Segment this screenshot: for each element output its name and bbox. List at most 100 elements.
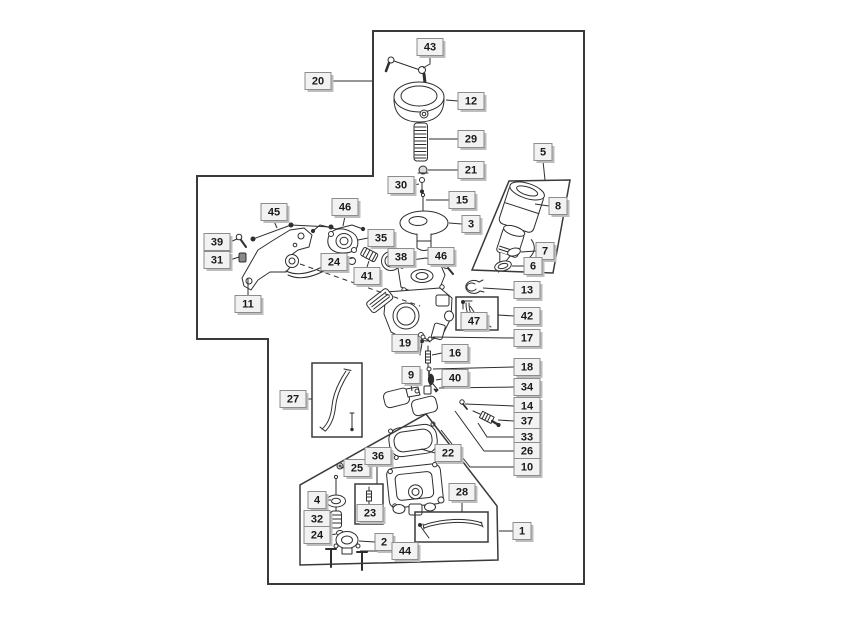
leader-line-5: [542, 160, 546, 181]
part-label-41[interactable]: 41: [353, 267, 383, 288]
part-label-box: [260, 203, 288, 221]
part-label-22[interactable]: 22: [434, 444, 464, 465]
leader-line-8: [534, 203, 550, 207]
part-clip-21: [417, 165, 429, 175]
part-label-box: [523, 257, 543, 275]
part-label-17[interactable]: 17: [513, 329, 543, 350]
leader-line-7: [520, 250, 537, 253]
part-label-box: [416, 38, 444, 56]
part-label-number: 19: [399, 338, 411, 350]
part-label-3[interactable]: 3: [461, 215, 483, 236]
part-label-15[interactable]: 15: [448, 191, 478, 212]
part-label-box: [387, 176, 415, 194]
leader-line-43: [422, 56, 431, 69]
part-label-23[interactable]: 23: [356, 504, 386, 525]
part-label-number: 5: [540, 147, 546, 159]
part-label-45[interactable]: 45: [260, 203, 290, 224]
part-label-box: [303, 526, 331, 544]
part-label-7[interactable]: 7: [535, 242, 557, 263]
leader-line-41: [366, 260, 370, 268]
part-float-9: [382, 385, 438, 417]
part-label-27[interactable]: 27: [279, 390, 309, 411]
part-label-box: [320, 253, 348, 271]
part-label-39[interactable]: 39: [203, 233, 233, 254]
part-label-number: 14: [521, 401, 534, 413]
part-label-13[interactable]: 13: [513, 281, 543, 302]
part-label-number: 11: [242, 299, 254, 311]
part-link-rod-45: [250, 222, 334, 242]
part-label-24-upper[interactable]: 24: [320, 253, 350, 274]
part-label-19[interactable]: 19: [391, 334, 421, 355]
part-label-4[interactable]: 4: [307, 491, 329, 512]
part-label-21[interactable]: 21: [457, 161, 487, 182]
part-label-number: 1: [519, 526, 525, 538]
part-label-number: 12: [465, 96, 477, 108]
leader-line-13: [482, 287, 515, 291]
part-label-18[interactable]: 18: [513, 358, 543, 379]
part-label-number: 25: [351, 463, 363, 475]
part-label-box: [457, 161, 485, 179]
part-label-number: 3: [468, 219, 474, 231]
part-label-10[interactable]: 10: [513, 458, 543, 479]
part-label-9[interactable]: 9: [401, 366, 423, 387]
part-label-6[interactable]: 6: [523, 257, 545, 278]
part-label-number: 40: [449, 373, 461, 385]
part-label-box: [203, 233, 231, 251]
part-label-number: 23: [364, 508, 376, 520]
part-label-number: 8: [555, 201, 561, 213]
part-diaphragm-3: [399, 210, 449, 251]
part-spring-32: [330, 510, 342, 529]
part-label-46-upper[interactable]: 46: [331, 198, 361, 219]
part-label-number: 27: [287, 394, 299, 406]
part-label-20[interactable]: 20: [304, 72, 334, 93]
box-28: [414, 511, 489, 543]
part-label-42[interactable]: 42: [513, 307, 543, 328]
part-label-34[interactable]: 34: [513, 378, 543, 399]
leader-line-10: [440, 429, 514, 468]
part-label-5[interactable]: 5: [533, 143, 555, 164]
part-label-number: 45: [268, 207, 280, 219]
part-label-44[interactable]: 44: [391, 542, 421, 563]
part-label-28[interactable]: 28: [448, 483, 478, 504]
part-label-box: [387, 248, 415, 266]
part-label-box: [279, 390, 307, 408]
part-label-38[interactable]: 38: [387, 248, 417, 269]
part-screw-39: [235, 233, 247, 248]
part-label-number: 35: [375, 233, 387, 245]
part-spring-29: [413, 122, 428, 162]
leader-line-37: [497, 419, 515, 422]
part-label-47[interactable]: 47: [460, 312, 490, 333]
part-label-8[interactable]: 8: [548, 197, 570, 218]
part-label-29[interactable]: 29: [457, 130, 487, 151]
leader-line-26: [454, 410, 514, 452]
part-label-box: [307, 491, 327, 509]
part-label-24-lower[interactable]: 24: [303, 526, 333, 547]
part-needle-seat-30: [419, 177, 425, 194]
part-label-16[interactable]: 16: [441, 344, 471, 365]
part-label-40[interactable]: 40: [441, 369, 471, 390]
part-label-32[interactable]: 32: [303, 510, 333, 531]
part-label-number: 24: [328, 257, 341, 269]
part-label-box: [234, 295, 262, 313]
part-label-25[interactable]: 25: [343, 459, 373, 480]
part-label-2[interactable]: 2: [374, 533, 396, 554]
part-label-43[interactable]: 43: [416, 38, 446, 59]
part-label-31[interactable]: 31: [203, 251, 233, 272]
part-label-30[interactable]: 30: [387, 176, 417, 197]
part-label-number: 13: [521, 285, 533, 297]
leader-line-18: [432, 366, 515, 370]
part-label-37[interactable]: 37: [513, 412, 543, 433]
part-label-12[interactable]: 12: [457, 92, 487, 113]
part-label-36[interactable]: 36: [364, 447, 394, 468]
part-label-11[interactable]: 11: [234, 295, 264, 316]
part-label-1[interactable]: 1: [512, 522, 534, 543]
part-drain-assembly-2: [333, 531, 361, 555]
part-label-26[interactable]: 26: [513, 442, 543, 463]
part-label-number: 2: [381, 537, 387, 549]
parts-illustrations: [235, 56, 545, 571]
part-label-46-right[interactable]: 46: [427, 247, 457, 268]
part-label-number: 43: [424, 42, 436, 54]
part-label-box: [460, 312, 488, 330]
part-label-35[interactable]: 35: [367, 229, 397, 250]
